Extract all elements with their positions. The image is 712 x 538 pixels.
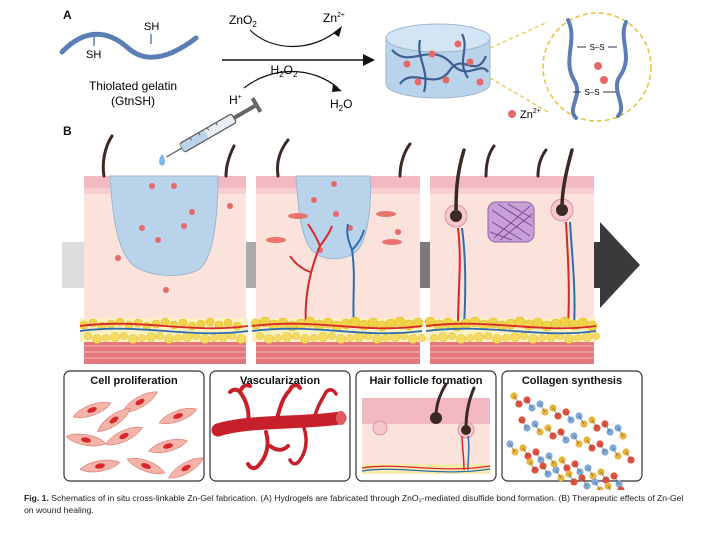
syringe-icon [159,97,262,166]
water-label: H2O [330,97,352,113]
disulfide-zoom-circle: S–S S–S [543,13,651,121]
sh-label-left: SH [86,49,101,61]
sh-label-right: SH [144,21,159,33]
zn-ion-legend-label: Zn2+ [520,108,541,121]
box-title-cell-proliferation: Cell proliferation [64,375,204,387]
zn-ion-legend-dot [508,110,516,118]
reaction-scheme: ZnO2 Zn2+ H2O2 H+ H2O [222,11,372,113]
zn-ion-label: Zn2+ [323,11,345,25]
hydrogel-cylinder [386,24,490,98]
top-curve-arrow [250,30,338,47]
box-title-vascularization: Vascularization [210,375,350,387]
vascularization-box [210,371,350,481]
caption-text: Schematics of in situ cross-linkable Zn-… [24,493,683,515]
box-title-hair-follicle-formation: Hair follicle formation [356,375,496,387]
polymer-strand [62,34,196,57]
proton-label: H+ [229,93,242,107]
disulfide-label-bottom: S–S [584,88,599,97]
box-title-collagen-synthesis: Collagen synthesis [502,375,642,387]
disulfide-label-top: S–S [589,43,604,52]
thiolated-gelatin-diagram: SH SH Thiolated gelatin (GtnSH) [62,21,196,108]
polymer-name: Thiolated gelatin [89,79,177,93]
figure-caption: Fig. 1. Schematics of in situ cross-link… [24,492,692,516]
collagen-synthesis-box [502,371,643,490]
polymer-abbr: (GtnSH) [111,94,155,108]
zno2-label: ZnO2 [229,13,257,29]
zn-ion-legend: Zn2+ [508,108,541,121]
caption-prefix: Fig. 1. [24,493,49,503]
figure-canvas: SH SH Thiolated gelatin (GtnSH) ZnO2 Zn2… [0,0,712,490]
cell-proliferation-box [64,371,206,483]
hair-follicle-box [356,371,496,481]
h2o2-label: H2O2 [271,63,298,79]
